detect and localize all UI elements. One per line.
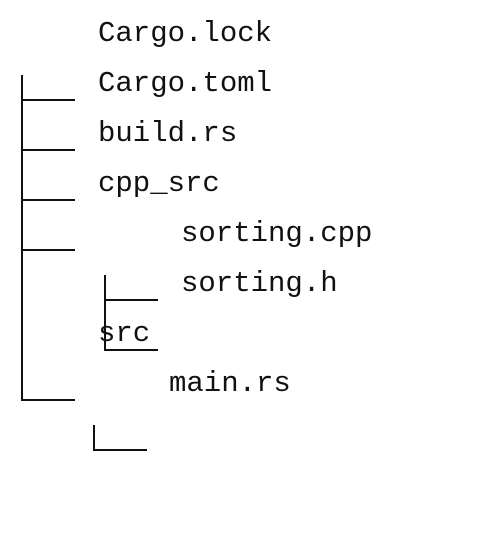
tree-row[interactable]: src [0, 309, 498, 401]
tree-row[interactable]: main.rs [0, 359, 498, 451]
tee-connector-icon [21, 9, 125, 125]
tree-item-label: main.rs [169, 367, 291, 400]
vertical-guide-icon [21, 259, 125, 375]
elbow-connector-icon [21, 309, 125, 401]
vertical-guide-icon [21, 209, 125, 325]
tree-row[interactable]: build.rs [0, 109, 498, 225]
tree-item-label: Cargo.lock [98, 17, 273, 50]
tee-connector-icon [104, 209, 208, 325]
tree-item-label: src [98, 317, 151, 350]
tree-item-label: cpp_src [98, 167, 220, 200]
file-tree: Cargo.lock Cargo.toml build.rs cpp_src s… [0, 9, 498, 451]
tree-item-label: sorting.cpp [181, 217, 373, 250]
tree-row[interactable]: sorting.cpp [0, 209, 498, 325]
tree-item-label: Cargo.toml [98, 67, 273, 100]
tree-item-label: sorting.h [181, 267, 338, 300]
tree-row[interactable]: Cargo.lock [0, 9, 498, 125]
tree-row[interactable]: Cargo.toml [0, 59, 498, 175]
tree-item-label: build.rs [98, 117, 238, 150]
tree-row[interactable]: sorting.h [0, 259, 498, 375]
tee-connector-icon [21, 109, 125, 225]
tee-connector-icon [21, 59, 125, 175]
elbow-connector-icon [104, 259, 208, 351]
tree-row[interactable]: cpp_src [0, 159, 498, 275]
tee-connector-icon [21, 159, 125, 275]
